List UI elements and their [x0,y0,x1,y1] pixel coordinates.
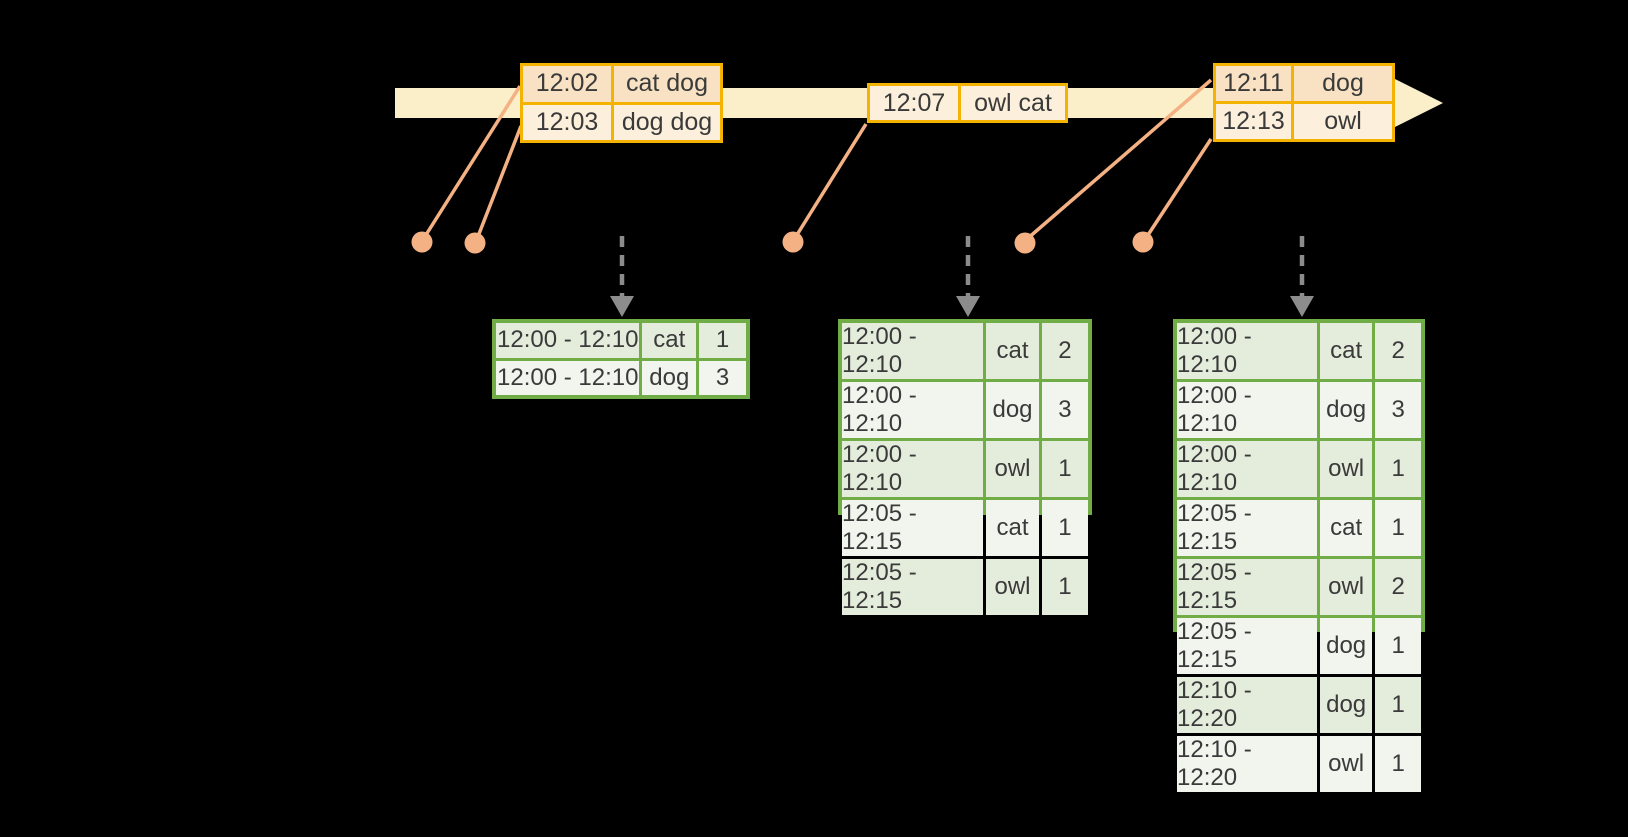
event-marker-dot [464,232,486,254]
window-cell: 12:00 - 12:10 [842,382,984,438]
event-time-cell: 12:13 [1216,104,1291,139]
result-table-3: 12:00 - 12:10 cat 2 12:00 - 12:10 dog 3 … [1173,319,1425,792]
word-cell: cat [986,323,1039,379]
event-words-cell: dog dog [614,104,720,140]
window-cell: 12:00 - 12:10 [842,323,984,379]
event-words-cell: owl [1294,104,1392,139]
word-cell: owl [1319,441,1373,497]
trigger-arrow-icon [610,296,634,317]
event-batch-table-1: 12:02 cat dog 12:03 dog dog [520,63,723,143]
count-cell: 2 [1375,323,1421,379]
window-cell: 12:05 - 12:15 [1177,618,1317,674]
window-cell: 12:05 - 12:15 [1177,559,1317,615]
window-cell: 12:00 - 12:10 [496,360,640,395]
window-cell: 12:00 - 12:10 [496,323,640,358]
word-cell: owl [986,559,1039,615]
window-cell: 12:10 - 12:20 [1177,677,1317,733]
word-cell: owl [986,441,1039,497]
event-time-cell: 12:11 [1216,66,1291,101]
event-batch-table-3: 12:11 dog 12:13 owl [1213,63,1395,142]
window-cell: 12:05 - 12:15 [842,500,984,556]
event-marker-dot [1014,232,1036,254]
event-marker-dots [411,231,1154,254]
window-cell: 12:00 - 12:10 [1177,323,1317,379]
window-cell: 12:05 - 12:15 [842,559,984,615]
word-cell: cat [642,323,697,358]
count-cell: 1 [699,323,746,358]
count-cell: 1 [1375,677,1421,733]
event-words-cell: dog [1294,66,1392,101]
event-connector-line [793,123,868,239]
event-time-cell: 12:02 [523,66,611,102]
window-cell: 12:05 - 12:15 [1177,500,1317,556]
count-cell: 1 [1375,500,1421,556]
word-cell: cat [1319,323,1373,379]
window-cell: 12:00 - 12:10 [1177,441,1317,497]
count-cell: 3 [1375,382,1421,438]
word-cell: cat [986,500,1039,556]
window-cell: 12:00 - 12:10 [1177,382,1317,438]
trigger-arrows [610,236,1314,317]
timeline-arrowhead-icon [1393,78,1443,128]
result-table-1: 12:00 - 12:10 cat 1 12:00 - 12:10 dog 3 [492,319,750,399]
event-connector-line [475,125,523,240]
result-table-2: 12:00 - 12:10 cat 2 12:00 - 12:10 dog 3 … [838,319,1092,615]
word-cell: cat [1319,500,1373,556]
window-cell: 12:10 - 12:20 [1177,736,1317,792]
event-marker-dot [411,231,433,253]
count-cell: 2 [1375,559,1421,615]
event-batch-table-2: 12:07 owl cat [867,83,1068,123]
event-time-cell: 12:07 [870,86,958,120]
window-cell: 12:00 - 12:10 [842,441,984,497]
word-cell: dog [642,360,697,395]
event-connector-line [1025,78,1213,241]
trigger-arrow-icon [1290,296,1314,317]
word-cell: dog [1319,382,1373,438]
count-cell: 1 [1375,441,1421,497]
word-cell: dog [986,382,1039,438]
event-words-cell: cat dog [614,66,720,102]
count-cell: 2 [1041,323,1088,379]
count-cell: 1 [1041,500,1088,556]
event-connector-lines [422,78,1213,241]
event-marker-dot [782,231,804,253]
count-cell: 3 [1041,382,1088,438]
count-cell: 1 [1375,736,1421,792]
event-connector-line [1144,138,1213,239]
word-cell: owl [1319,559,1373,615]
word-cell: owl [1319,736,1373,792]
event-words-cell: owl cat [961,86,1065,120]
count-cell: 3 [699,360,746,395]
word-cell: dog [1319,618,1373,674]
count-cell: 1 [1375,618,1421,674]
word-cell: dog [1319,677,1373,733]
trigger-arrow-icon [956,296,980,317]
count-cell: 1 [1041,559,1088,615]
event-marker-dot [1132,231,1154,253]
event-time-cell: 12:03 [523,104,611,140]
count-cell: 1 [1041,441,1088,497]
event-connector-line [422,85,522,239]
